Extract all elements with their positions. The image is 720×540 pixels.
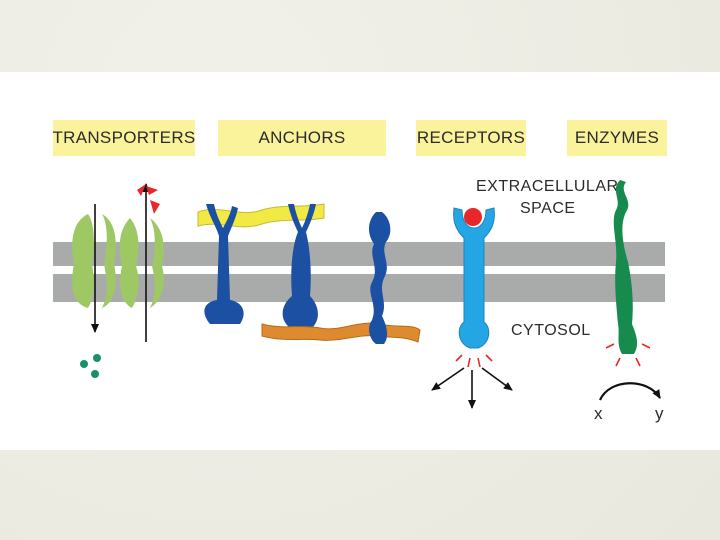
cytosol-label: CYTOSOL	[511, 322, 591, 339]
receptor-signal-arrow-right	[481, 367, 513, 391]
anchor-protein-right	[369, 212, 391, 344]
extracellular-label-line1: EXTRACELLULAR	[476, 178, 619, 195]
label-transporters: TRANSPORTERS	[52, 120, 195, 156]
ligand-molecule	[464, 208, 482, 226]
label-enzymes: ENZYMES	[567, 120, 667, 156]
anchor-protein-left	[204, 204, 244, 324]
reaction-substrate-label: x	[594, 404, 603, 423]
enzyme-protein	[613, 180, 638, 354]
transporter-protein	[72, 214, 164, 308]
anchor-protein-middle	[282, 204, 318, 328]
membrane-proteins-diagram: TRANSPORTERS ANCHORS RECEPTORS ENZYMES E…	[0, 72, 720, 450]
receptor-signal-arrow-left	[431, 367, 465, 391]
dot-particles-icon	[80, 354, 101, 378]
receptor-protein	[453, 207, 495, 349]
cell-membrane	[53, 242, 665, 302]
reaction-arrow	[598, 382, 661, 401]
label-anchors: ANCHORS	[218, 120, 386, 156]
anchor-intracellular-fiber	[261, 322, 421, 343]
burst-icon	[455, 354, 493, 368]
extracellular-label-line2: SPACE	[520, 200, 576, 217]
reaction-product-label: y	[655, 404, 664, 423]
diagram-graphics	[53, 180, 665, 409]
label-receptors: RECEPTORS	[416, 120, 526, 156]
enzyme-burst-icon	[605, 343, 651, 367]
triangle-particles-icon	[137, 184, 160, 214]
